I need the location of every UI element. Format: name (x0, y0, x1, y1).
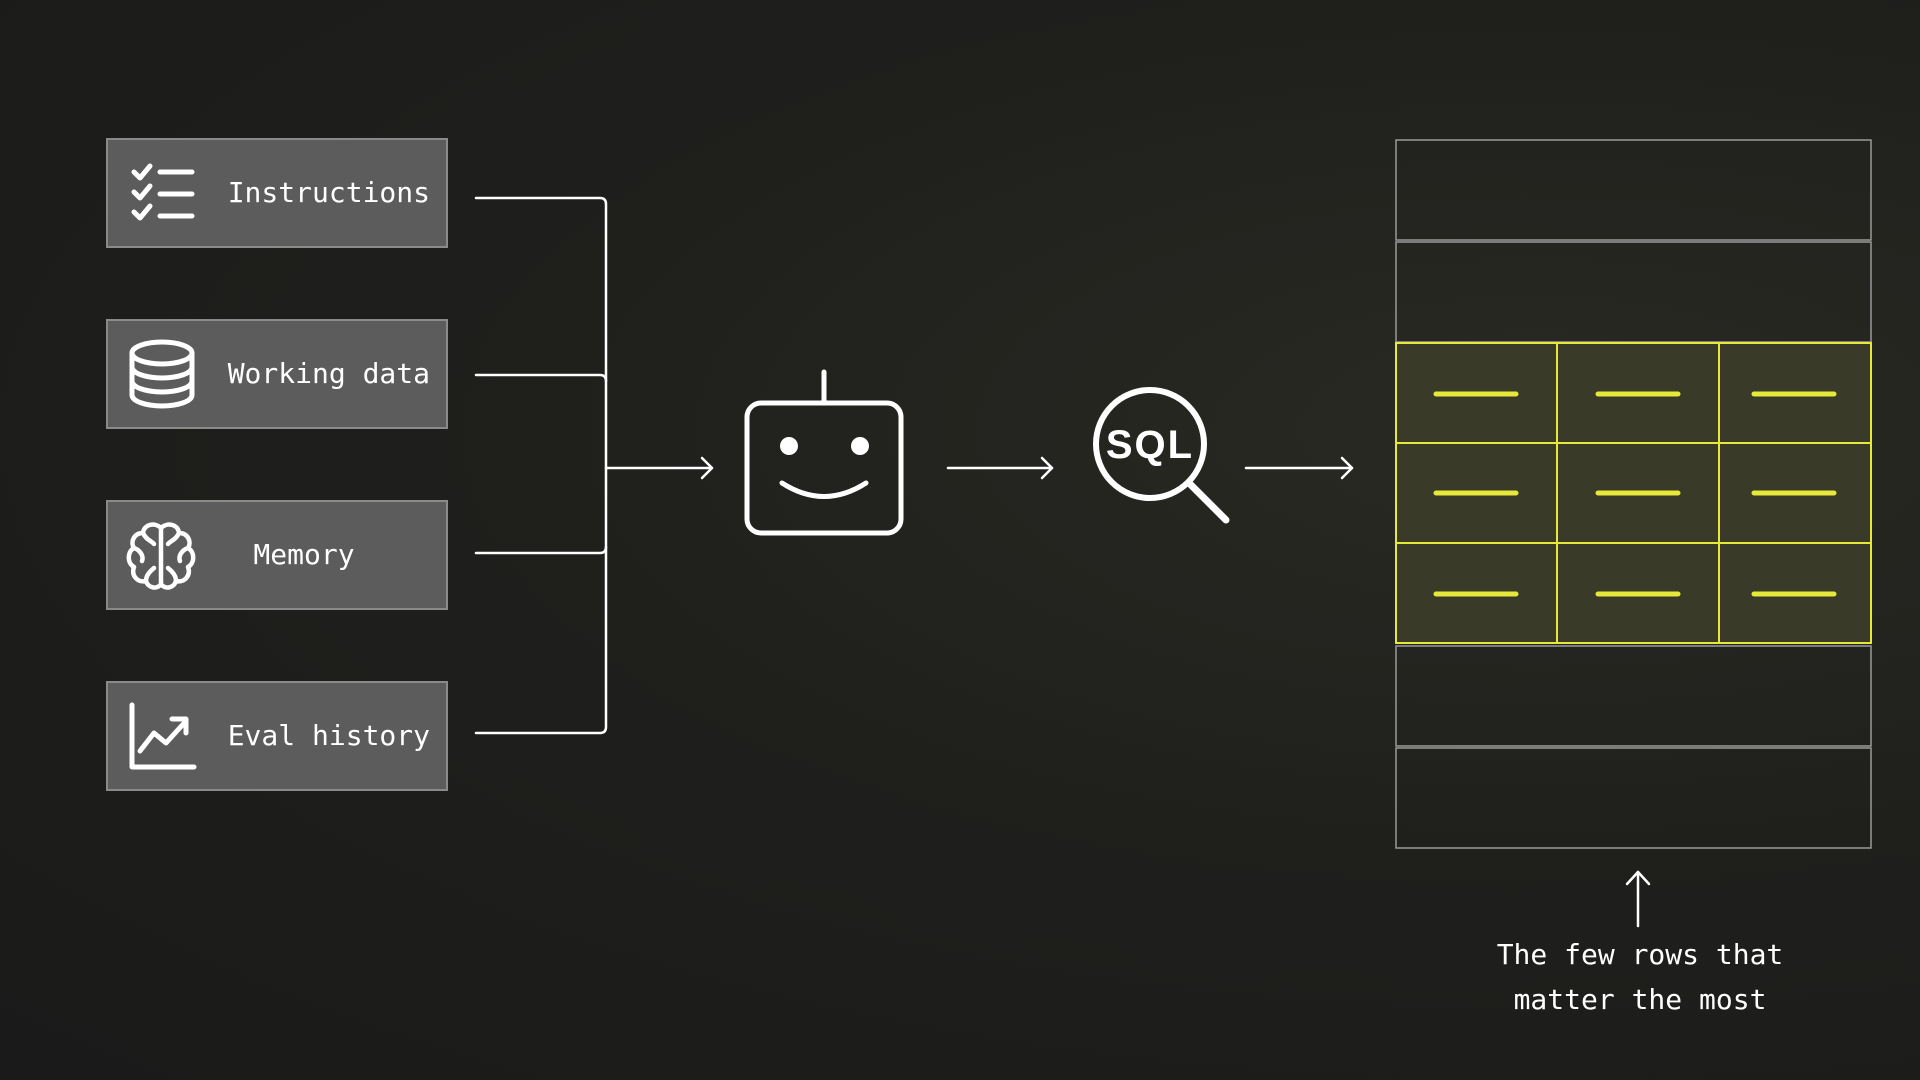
source-label: Eval history (227, 719, 430, 752)
arrow-to-sql (946, 456, 1054, 480)
source-label: Instructions (227, 176, 430, 209)
table-row (1395, 645, 1872, 747)
connector-memory (474, 545, 608, 555)
database-icon (129, 339, 195, 409)
source-card-memory: Memory (106, 500, 448, 610)
brain-icon (126, 522, 196, 590)
robot-eye-left (780, 437, 798, 455)
source-label: Working data (227, 357, 430, 390)
source-card-eval-history: Eval history (106, 681, 448, 791)
sql-label: SQL (1106, 423, 1194, 467)
result-table (1395, 139, 1872, 849)
caption-line-2: matter the most (1513, 983, 1767, 1016)
table-row (1395, 139, 1872, 241)
arrow-to-table (1244, 456, 1354, 480)
checklist-icon (131, 163, 195, 221)
table-row (1395, 747, 1872, 849)
merge-bracket (474, 196, 608, 735)
trend-chart-icon (129, 702, 197, 770)
table-row (1395, 241, 1872, 343)
highlighted-rows (1395, 342, 1872, 644)
source-card-working-data: Working data (106, 319, 448, 429)
robot-eye-right (851, 437, 869, 455)
robot-icon (744, 369, 904, 536)
table-caption: The few rows that matter the most (1440, 932, 1840, 1022)
source-label: Memory (253, 538, 355, 571)
source-card-instructions: Instructions (106, 138, 448, 248)
sql-search-icon: SQL (1093, 387, 1230, 524)
arrow-to-agent (604, 456, 714, 480)
connector-working-data (474, 373, 608, 383)
caption-line-1: The few rows that (1496, 938, 1784, 971)
caption-arrow-up (1625, 870, 1651, 928)
